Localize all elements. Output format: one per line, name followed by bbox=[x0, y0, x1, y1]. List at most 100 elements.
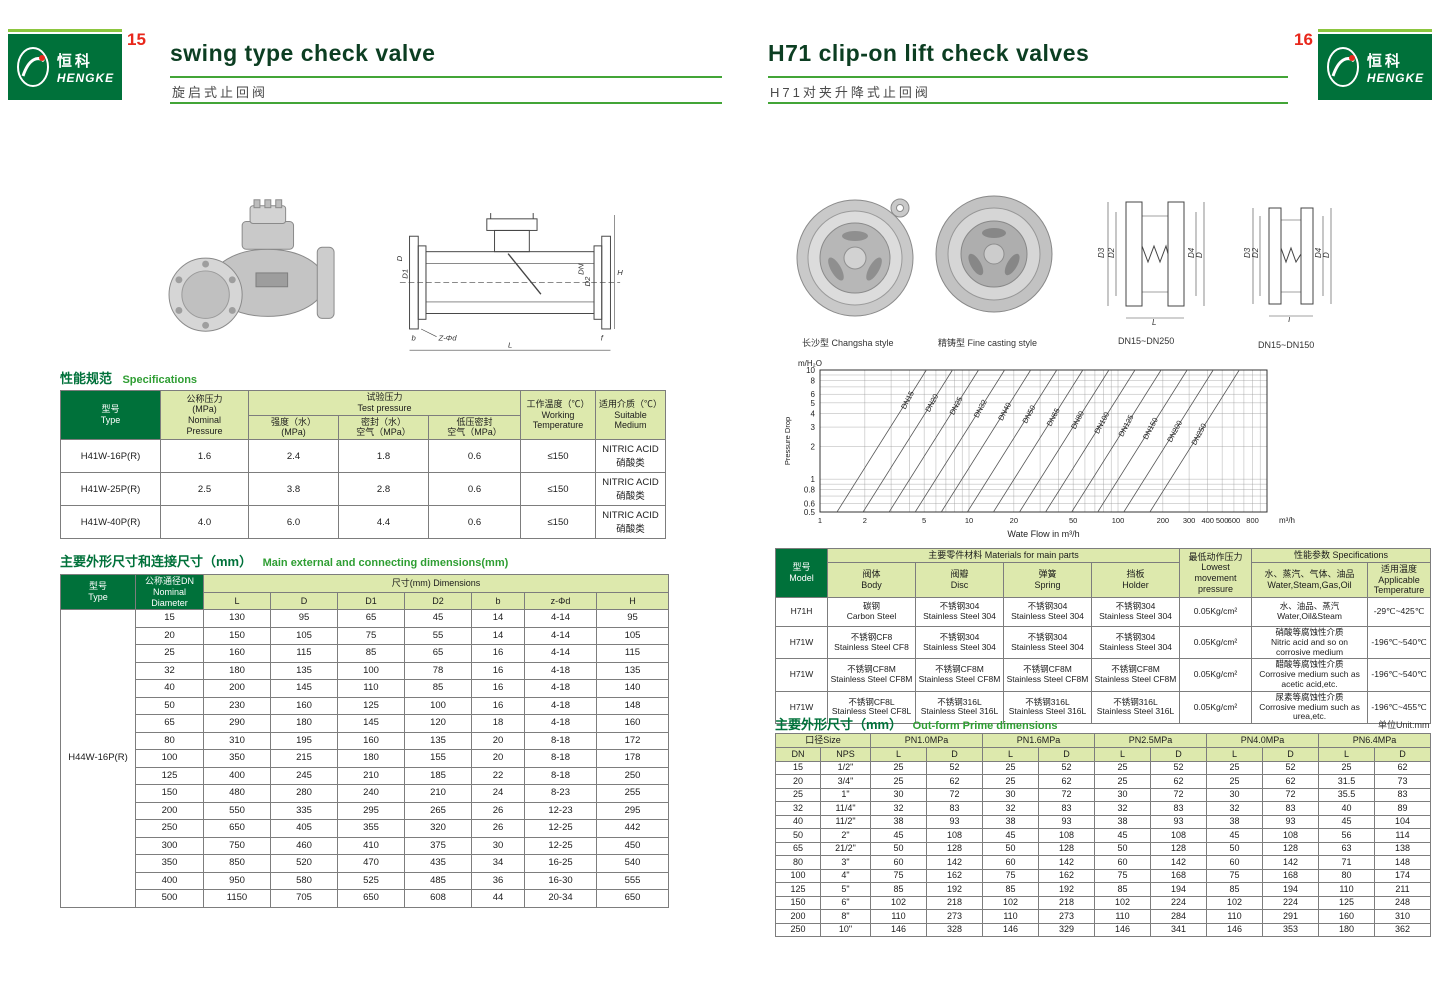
cell: 162 bbox=[926, 868, 984, 884]
cell: 102 bbox=[1206, 895, 1264, 911]
cell: 62 bbox=[1374, 760, 1432, 776]
cell: 148 bbox=[596, 696, 669, 716]
col-header-D: D bbox=[1038, 746, 1096, 762]
col-header-nominal-pressure: 公称压力 (MPa) Nominal Pressure bbox=[160, 389, 249, 441]
cell: 353 bbox=[1262, 922, 1320, 938]
cell: 295 bbox=[337, 801, 405, 821]
cell: 240 bbox=[337, 784, 405, 803]
cell: 174 bbox=[1374, 868, 1432, 884]
cell: 168 bbox=[1262, 868, 1320, 884]
cell: 142 bbox=[926, 855, 984, 870]
cell: 65 bbox=[775, 841, 821, 857]
cell: 540 bbox=[596, 854, 669, 873]
cell: 21/2" bbox=[819, 841, 872, 857]
dim-label-d3: D3 bbox=[1097, 247, 1106, 258]
cell: 224 bbox=[1150, 895, 1208, 911]
cell: 555 bbox=[596, 871, 669, 891]
cell: 不锈钢304 Stainless Steel 304 bbox=[1003, 597, 1092, 628]
col-header-type: 型号 Type bbox=[60, 573, 136, 611]
cell: 350 bbox=[203, 749, 271, 768]
cell: -29℃~425℃ bbox=[1367, 597, 1432, 628]
cell: 215 bbox=[270, 749, 338, 768]
cell: 50 bbox=[775, 828, 821, 843]
wafer-valve-drawing-1: D3 D2 D4 D L bbox=[1097, 201, 1205, 326]
cell: 83 bbox=[1262, 801, 1320, 816]
col-header-D: D bbox=[1374, 746, 1432, 762]
svg-text:Wate Flow in m³/h: Wate Flow in m³/h bbox=[1007, 529, 1079, 539]
dim-label-dn: DN bbox=[576, 263, 585, 275]
cell: 150 bbox=[775, 895, 821, 911]
cell: 25 bbox=[1206, 760, 1264, 776]
cell: 83 bbox=[1374, 787, 1432, 803]
col-header-L: L bbox=[1206, 746, 1264, 762]
cell: 160 bbox=[203, 644, 271, 663]
cell: 160 bbox=[337, 731, 405, 751]
cell: 273 bbox=[1038, 909, 1096, 924]
cell: 52 bbox=[926, 760, 984, 776]
cell: 不锈钢304 Stainless Steel 304 bbox=[1090, 597, 1181, 628]
cell: 0.6 bbox=[427, 439, 522, 474]
cell: 218 bbox=[1038, 895, 1096, 911]
svg-text:20: 20 bbox=[1010, 516, 1018, 525]
cell: 15 bbox=[775, 760, 821, 776]
cell: 180 bbox=[337, 749, 405, 768]
cell: 78 bbox=[404, 661, 472, 681]
cell: 75 bbox=[870, 868, 928, 884]
dim-label-h: H bbox=[617, 268, 623, 277]
cell: 16 bbox=[471, 696, 525, 716]
cell: 85 bbox=[1206, 882, 1264, 897]
col-header-D: D bbox=[270, 591, 338, 611]
col-header-dn: DN bbox=[775, 746, 821, 762]
section-title-zh: 主要外形尺寸和连接尺寸（mm） bbox=[60, 554, 253, 569]
cell: NITRIC ACID 硝酸类 bbox=[595, 439, 667, 474]
svg-text:DN15: DN15 bbox=[899, 389, 916, 410]
col-header-type: 型号 Type bbox=[60, 389, 161, 441]
cell: 200 bbox=[135, 801, 204, 821]
dim-label-d2: D2 bbox=[583, 276, 592, 287]
cell: 108 bbox=[1262, 828, 1320, 843]
cell: H71W bbox=[775, 658, 828, 692]
cell: 75 bbox=[1206, 868, 1264, 884]
cell: 45 bbox=[1318, 814, 1376, 830]
cell: 不锈钢316L Stainless Steel 316L bbox=[1003, 690, 1092, 725]
cell: 85 bbox=[337, 644, 405, 663]
section-heading-dimensions: 主要外形尺寸和连接尺寸（mm） Main external and connec… bbox=[60, 551, 508, 571]
cell: 650 bbox=[203, 819, 271, 838]
cell: 211 bbox=[1374, 882, 1432, 897]
cell: 25 bbox=[982, 774, 1040, 789]
logo-text-zh: 恒科 bbox=[1366, 52, 1403, 70]
dim-label-d: D bbox=[1195, 252, 1204, 258]
cell: 32 bbox=[135, 661, 204, 681]
cell: 75 bbox=[1094, 868, 1152, 884]
cell: 72 bbox=[1038, 787, 1096, 803]
cell: 25 bbox=[135, 644, 204, 663]
cell: 280 bbox=[270, 784, 338, 803]
cell: 148 bbox=[1374, 855, 1432, 870]
cell: 80 bbox=[135, 731, 204, 751]
cell: 310 bbox=[203, 731, 271, 751]
cell: 4-14 bbox=[524, 609, 597, 628]
cell: 135 bbox=[404, 731, 472, 751]
cell: 不锈钢CF8M Stainless Steel CF8M bbox=[915, 658, 1004, 692]
cell: 83 bbox=[1038, 801, 1096, 816]
cell: 62 bbox=[926, 774, 984, 789]
cell: 45 bbox=[982, 828, 1040, 843]
col-header-specifications: 性能参数 Specifications bbox=[1251, 548, 1432, 563]
cell: 24 bbox=[471, 784, 525, 803]
page-subtitle-right: H71对夹升降式止回阀 bbox=[770, 85, 931, 100]
cell: 硝酸等腐蚀性介质 Nitric acid and so on corrosive… bbox=[1251, 626, 1369, 660]
title-rule bbox=[768, 76, 1288, 78]
cell: 520 bbox=[270, 854, 338, 873]
col-header-disc: 阀瓣 Disc bbox=[915, 561, 1004, 599]
cell: 2.4 bbox=[248, 439, 339, 474]
cell: 194 bbox=[1262, 882, 1320, 897]
cell: 0.05Kg/cm² bbox=[1179, 626, 1253, 660]
logo-text-en: HENGKE bbox=[56, 70, 115, 85]
